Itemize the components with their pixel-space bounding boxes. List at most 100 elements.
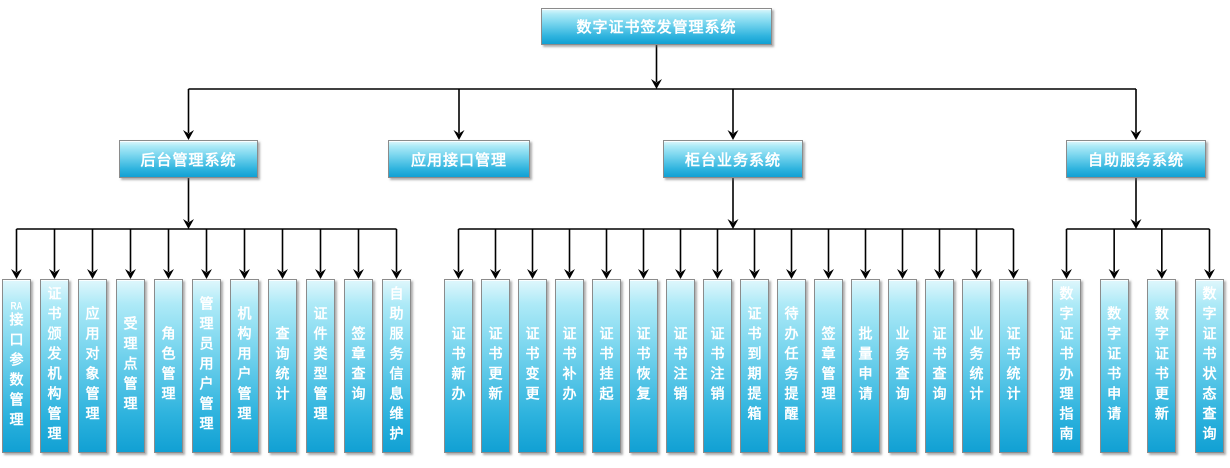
leaf-node: 数字证书状态查询 xyxy=(1194,279,1224,453)
arrowhead-down-icon xyxy=(971,269,982,279)
leaf-node: 签章查询 xyxy=(344,279,373,453)
arrowhead-down-icon xyxy=(712,269,723,279)
arrowhead-down-icon xyxy=(490,269,501,279)
leaf-node-label: 证书变更 xyxy=(524,326,541,406)
branch-self-service: 自助服务系统 xyxy=(1066,140,1206,178)
leaf-node-label: 证书恢复 xyxy=(635,326,652,406)
leaf-node: 批量申请 xyxy=(851,279,880,453)
arrowhead-down-icon xyxy=(1203,269,1215,279)
branch-api-management: 应用接口管理 xyxy=(388,140,530,178)
leaf-node: 证书恢复 xyxy=(629,279,658,453)
leaf-node-label: 证书新办 xyxy=(450,326,467,406)
leaf-node-label: 证书挂起 xyxy=(598,326,615,406)
leaf-node: 应用对象管理 xyxy=(78,279,107,453)
leaf-node-label: 证件类型管理 xyxy=(312,306,329,426)
arrowhead-down-icon xyxy=(1156,269,1168,279)
arrowhead-down-icon xyxy=(183,130,194,140)
arrowhead-down-icon xyxy=(601,269,612,279)
arrowhead-down-icon xyxy=(239,269,250,279)
branch-counter-business: 柜台业务系统 xyxy=(663,140,803,178)
leaf-node: 受理点管理 xyxy=(116,279,145,453)
branch-label: 柜台业务系统 xyxy=(684,151,781,169)
branch-backend-management: 后台管理系统 xyxy=(119,140,258,178)
leaf-node-label: 应用对象管理 xyxy=(84,306,101,426)
arrowhead-down-icon xyxy=(727,219,739,229)
leaf-node: 证书查询 xyxy=(925,279,954,453)
leaf-node: 证书注销 xyxy=(666,279,695,453)
leaf-node-label: 业务统计 xyxy=(968,326,985,406)
leaf-node: 证书挂起 xyxy=(592,279,621,453)
leaf-node-label: 业务查询 xyxy=(894,326,911,406)
leaf-node: RA接口参数管理 xyxy=(2,279,31,453)
leaf-node-label: 签章查询 xyxy=(350,326,367,406)
latin-acronym: RA xyxy=(10,300,23,312)
arrowhead-down-icon xyxy=(201,269,212,279)
leaf-node: 业务查询 xyxy=(888,279,917,453)
leaf-node: 角色管理 xyxy=(154,279,183,453)
arrowhead-down-icon xyxy=(315,269,326,279)
arrowhead-down-icon xyxy=(391,269,402,279)
arrowhead-down-icon xyxy=(277,269,288,279)
branch-label: 应用接口管理 xyxy=(410,151,507,169)
arrowhead-down-icon xyxy=(638,269,649,279)
leaf-node-label: 查询统计 xyxy=(274,326,291,406)
arrowhead-down-icon xyxy=(1108,269,1120,279)
leaf-node: 数字证书办理指南 xyxy=(1052,279,1081,453)
arrowhead-down-icon xyxy=(749,269,760,279)
arrowhead-down-icon xyxy=(125,269,136,279)
leaf-node: 机构用户管理 xyxy=(230,279,259,453)
arrowhead-down-icon xyxy=(675,269,686,279)
leaf-node-label: 自助服务信息维护 xyxy=(388,286,405,446)
leaf-node: 业务统计 xyxy=(962,279,991,453)
arrowhead-down-icon xyxy=(453,130,465,140)
leaf-node: 证书补办 xyxy=(555,279,584,453)
arrowhead-down-icon xyxy=(49,269,60,279)
leaf-node-label: 证书查询 xyxy=(931,326,948,406)
arrowhead-down-icon xyxy=(353,269,364,279)
leaf-node: 证书颁发机构管理 xyxy=(40,279,69,453)
arrowhead-down-icon xyxy=(1008,269,1019,279)
leaf-node-label: 证书注销 xyxy=(709,326,726,406)
leaf-node: 证件类型管理 xyxy=(306,279,335,453)
leaf-node-label: 角色管理 xyxy=(160,326,177,406)
arrowhead-down-icon xyxy=(87,269,98,279)
arrowhead-down-icon xyxy=(163,269,174,279)
leaf-node: 自助服务信息维护 xyxy=(382,279,411,453)
branch-label: 后台管理系统 xyxy=(140,151,237,169)
arrowhead-down-icon xyxy=(1061,269,1072,279)
leaf-node: 证书更新 xyxy=(481,279,510,453)
root-node-label: 数字证书签发管理系统 xyxy=(576,19,737,36)
leaf-node-label: 数字证书更新 xyxy=(1153,306,1170,426)
leaf-node: 查询统计 xyxy=(268,279,297,453)
leaf-node: 管理员用户管理 xyxy=(192,279,221,453)
leaf-node: 签章管理 xyxy=(814,279,843,453)
root-node: 数字证书签发管理系统 xyxy=(541,8,772,45)
leaf-node-label: 受理点管理 xyxy=(122,316,139,416)
leaf-node-label: RA接口参数管理 xyxy=(8,300,25,432)
leaf-node-label: 证书注销 xyxy=(672,326,689,406)
leaf-node-label: 证书更新 xyxy=(487,326,504,406)
arrowhead-down-icon xyxy=(786,269,797,279)
leaf-node-label: 机构用户管理 xyxy=(236,306,253,426)
arrowhead-down-icon xyxy=(934,269,945,279)
leaf-node-label: 批量申请 xyxy=(857,326,874,406)
arrowhead-down-icon xyxy=(860,269,871,279)
leaf-node-label: 管理员用户管理 xyxy=(198,296,215,436)
arrowhead-down-icon xyxy=(1130,130,1142,140)
leaf-node-label: 数字证书申请 xyxy=(1106,306,1123,426)
arrowhead-down-icon xyxy=(527,269,538,279)
arrowhead-down-icon xyxy=(651,79,662,89)
leaf-node-label: 数字证书办理指南 xyxy=(1058,286,1075,446)
leaf-node: 证书统计 xyxy=(999,279,1028,453)
branch-label: 自助服务系统 xyxy=(1087,151,1184,169)
arrowhead-down-icon xyxy=(11,269,22,279)
leaf-node-label: 待办任务提醒 xyxy=(783,306,800,426)
leaf-node-label: 证书统计 xyxy=(1005,326,1022,406)
arrowhead-down-icon xyxy=(453,269,464,279)
leaf-node-label: 签章管理 xyxy=(820,326,837,406)
arrowhead-down-icon xyxy=(1130,219,1142,229)
arrowhead-down-icon xyxy=(727,130,739,140)
leaf-node-label: 证书颁发机构管理 xyxy=(46,286,63,446)
arrowhead-down-icon xyxy=(823,269,834,279)
